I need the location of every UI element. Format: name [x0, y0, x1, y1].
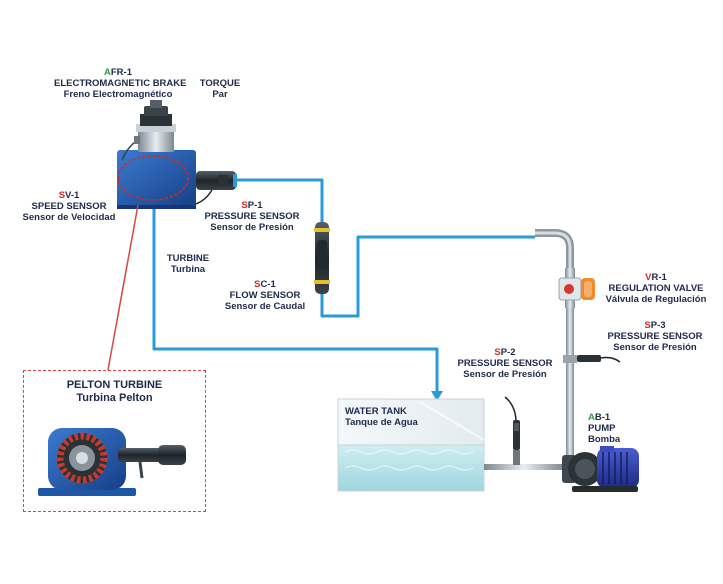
flow-sensor-sc1	[314, 222, 330, 294]
pelton-name-en: PELTON TURBINE	[66, 379, 163, 391]
pressure-sensor-sp3	[563, 355, 621, 363]
turbine-assembly	[117, 100, 196, 209]
pipe-network	[152, 178, 535, 394]
speed-sensor-name-es: Sensor de Velocidad	[22, 212, 116, 223]
pelton-name-es: Turbina Pelton	[76, 392, 153, 404]
label-torque: TORQUE Par	[192, 78, 248, 100]
vr1-code: VR-1	[645, 272, 667, 283]
torque-name-en: TORQUE	[199, 78, 241, 89]
pump-name-en: PUMP	[588, 423, 616, 434]
sc1-name-es: Sensor de Caudal	[224, 301, 306, 312]
sc1-name-en: FLOW SENSOR	[229, 290, 301, 301]
sc1-code: SC-1	[254, 279, 276, 290]
pipe-turbine-to-flow-sensor	[232, 178, 324, 224]
label-brake: AFR-1 ELECTROMAGNETIC BRAKE Freno Electr…	[54, 67, 187, 100]
label-flow-sensor: SC-1 FLOW SENSOR Sensor de Caudal	[214, 279, 316, 312]
pelton-title: PELTON TURBINE Turbina Pelton	[24, 379, 205, 405]
pipe-flow-sensor-to-valve	[320, 235, 535, 318]
brake-code: AFR-1	[104, 67, 132, 78]
label-turbine: TURBINE Turbina	[158, 253, 218, 275]
pelton-callout-line	[107, 204, 139, 371]
label-pressure-sensor-sp1: SP-1 PRESSURE SENSOR Sensor de Presión	[196, 200, 308, 233]
sp1-code: SP-1	[241, 200, 263, 211]
pressure-sensor-sp2	[504, 396, 520, 465]
sp3-name-es: Sensor de Presión	[613, 342, 697, 353]
regulation-valve-vr1	[558, 268, 595, 308]
speed-sensor-code: SV-1	[58, 190, 80, 201]
return-flow-arrow	[431, 391, 443, 401]
turbine-name-en: TURBINE	[166, 253, 210, 264]
water-tank-name-en: WATER TANK	[345, 406, 407, 417]
sp3-code: SP-3	[644, 320, 666, 331]
sp1-name-en: PRESSURE SENSOR	[204, 211, 300, 222]
vr1-name-en: REGULATION VALVE	[608, 283, 704, 294]
label-speed-sensor: SV-1 SPEED SENSOR Sensor de Velocidad	[10, 190, 128, 223]
label-pressure-sensor-sp3: SP-3 PRESSURE SENSOR Sensor de Presión	[600, 320, 710, 353]
suction-pipe	[484, 464, 564, 470]
brake-name-es: Freno Electromagnético	[63, 89, 173, 100]
pressure-sensor-sp1	[195, 171, 237, 205]
pipe-turbine-return-to-tank	[152, 205, 439, 394]
vr1-name-es: Válvula de Regulación	[605, 294, 707, 305]
turbine-name-es: Turbina	[170, 264, 206, 275]
water-tank-name-es: Tanque de Agua	[345, 417, 418, 428]
label-pressure-sensor-sp2: SP-2 PRESSURE SENSOR Sensor de Presión	[450, 347, 560, 380]
pelton-detail-box: PELTON TURBINE Turbina Pelton	[23, 370, 206, 512]
sp1-name-es: Sensor de Presión	[210, 222, 294, 233]
sp3-name-en: PRESSURE SENSOR	[607, 331, 703, 342]
label-pump: AB-1 PUMP Bomba	[588, 412, 648, 445]
pump-ab1	[562, 446, 639, 492]
discharge-pipe	[535, 229, 574, 460]
pelton-turbine-illustration	[38, 428, 186, 496]
pump-code: AB-1	[588, 412, 611, 423]
sp2-code: SP-2	[494, 347, 516, 358]
speed-sensor-name-en: SPEED SENSOR	[31, 201, 107, 212]
sp2-name-es: Sensor de Presión	[463, 369, 547, 380]
torque-name-es: Par	[212, 89, 228, 100]
brake-name-en: ELECTROMAGNETIC BRAKE	[54, 78, 187, 89]
pump-name-es: Bomba	[588, 434, 621, 445]
label-water-tank: WATER TANK Tanque de Agua	[345, 406, 418, 428]
water-tank	[337, 398, 485, 492]
sp2-name-en: PRESSURE SENSOR	[457, 358, 553, 369]
label-regulation-valve: VR-1 REGULATION VALVE Válvula de Regulac…	[593, 272, 719, 305]
